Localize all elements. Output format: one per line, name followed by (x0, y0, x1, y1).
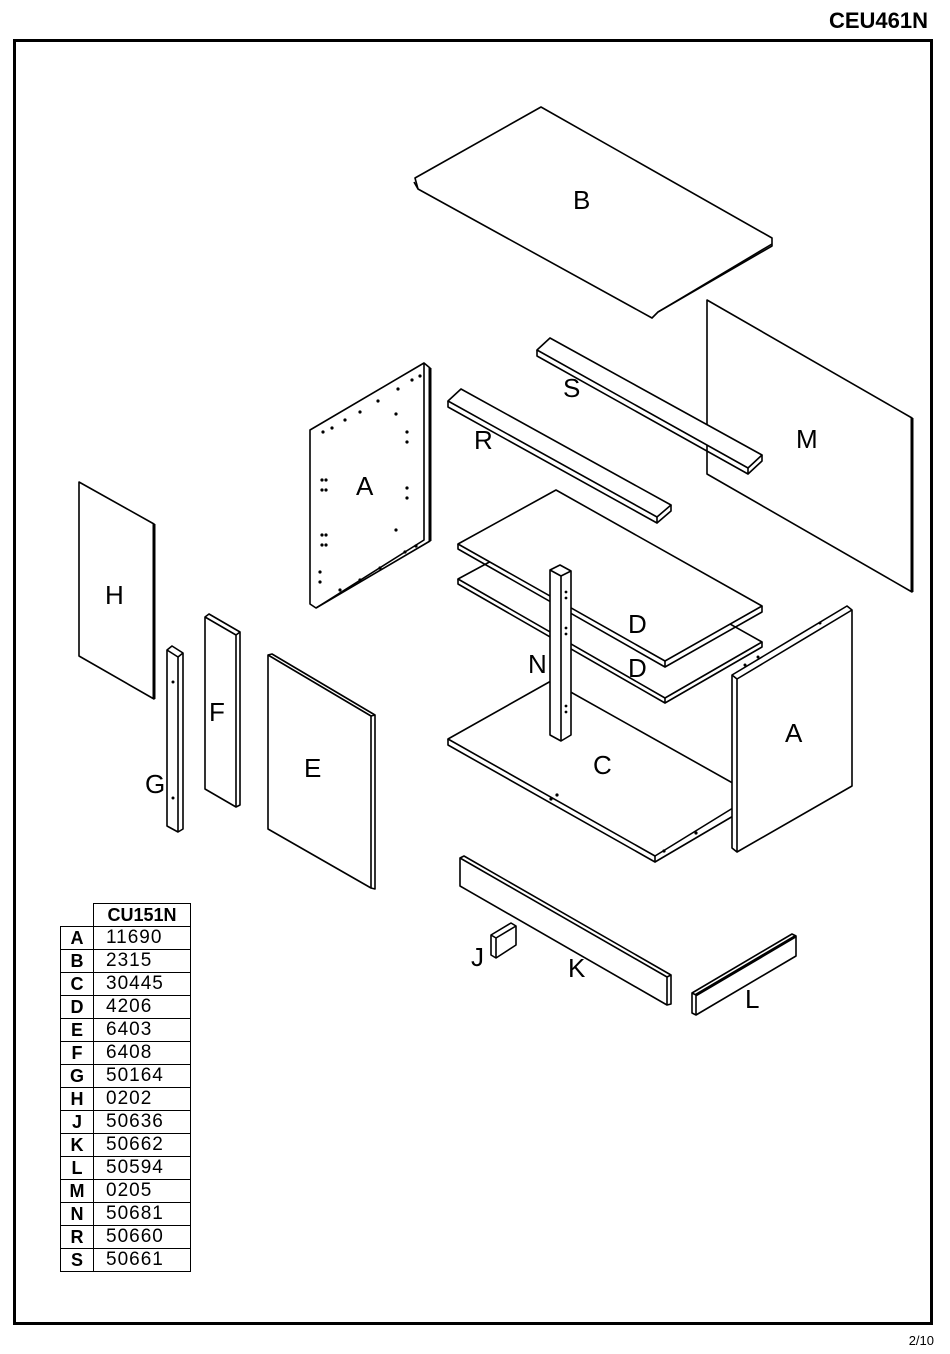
part-code: 50681 (94, 1203, 191, 1226)
part-letter: M (61, 1180, 94, 1203)
part-code: 2315 (94, 950, 191, 973)
label-l: L (745, 984, 759, 1014)
part-letter: L (61, 1157, 94, 1180)
part-letter: D (61, 996, 94, 1019)
label-m: M (796, 424, 818, 454)
part-code: 50662 (94, 1134, 191, 1157)
part-code: 50164 (94, 1065, 191, 1088)
label-c: C (593, 750, 612, 780)
part-letter: H (61, 1088, 94, 1111)
label-r: R (474, 425, 493, 455)
part-letter: R (61, 1226, 94, 1249)
label-g: G (145, 769, 165, 799)
label-f: F (209, 697, 225, 727)
part-l-board (692, 934, 796, 1015)
part-letter: G (61, 1065, 94, 1088)
parts-table-header: CU151N (94, 904, 191, 927)
part-code: 50594 (94, 1157, 191, 1180)
label-a-left: A (356, 471, 374, 501)
label-s: S (563, 373, 580, 403)
label-e: E (304, 753, 321, 783)
part-b-top-panel (414, 107, 772, 318)
part-j-block (491, 923, 516, 958)
parts-table-corner (61, 904, 94, 927)
part-letter: S (61, 1249, 94, 1272)
part-letter: N (61, 1203, 94, 1226)
part-g-strip (167, 646, 183, 832)
label-j: J (471, 942, 484, 972)
part-code: 50636 (94, 1111, 191, 1134)
part-code: 50661 (94, 1249, 191, 1272)
part-code: 6408 (94, 1042, 191, 1065)
part-n-post (550, 565, 571, 741)
part-letter: A (61, 927, 94, 950)
label-d-lower: D (628, 653, 647, 683)
label-n: N (528, 649, 547, 679)
page-number: 2/10 (909, 1333, 934, 1348)
part-code: 6403 (94, 1019, 191, 1042)
part-e-door-panel (268, 654, 375, 889)
part-letter: J (61, 1111, 94, 1134)
part-letter: E (61, 1019, 94, 1042)
part-code: 11690 (94, 927, 191, 950)
part-k-kick-board (460, 856, 671, 1005)
part-code: 0205 (94, 1180, 191, 1203)
label-a-right: A (785, 718, 803, 748)
part-code: 50660 (94, 1226, 191, 1249)
part-letter: K (61, 1134, 94, 1157)
label-d-upper: D (628, 609, 647, 639)
label-k: K (568, 953, 586, 983)
part-code: 0202 (94, 1088, 191, 1111)
part-letter: B (61, 950, 94, 973)
part-letter: F (61, 1042, 94, 1065)
label-h: H (105, 580, 124, 610)
part-letter: C (61, 973, 94, 996)
part-code: 30445 (94, 973, 191, 996)
part-code: 4206 (94, 996, 191, 1019)
label-b: B (573, 185, 590, 215)
